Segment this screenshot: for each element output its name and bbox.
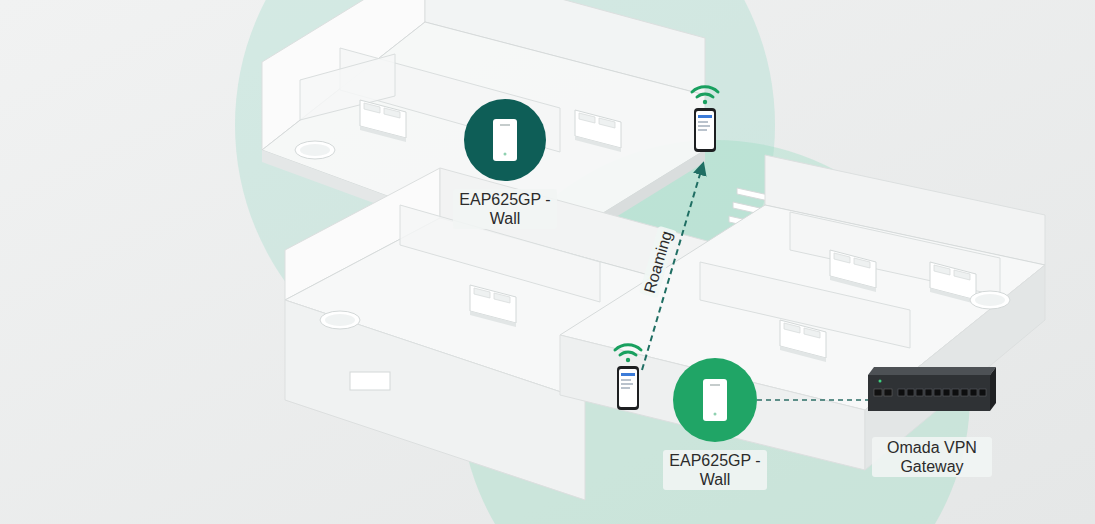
phone-lower-part [621, 383, 633, 385]
gateway-device-part [884, 389, 892, 396]
phone-upper-part [698, 115, 712, 118]
gateway-node: Omada VPN Gateway [868, 365, 996, 477]
lower-right-wing-part [780, 320, 826, 362]
wifi-icon-lower-part [620, 352, 636, 355]
roaming-label: Roaming [639, 226, 677, 299]
access-point-icon-part [464, 99, 546, 181]
lower-right-wing-part [930, 262, 976, 304]
upper-floor-part [360, 100, 406, 142]
gateway-device-part [990, 367, 996, 411]
access-point-icon-part [710, 384, 720, 386]
phone-lower-part [621, 387, 630, 389]
lower-left-wing-part [320, 311, 360, 329]
wifi-icon-lower-part [626, 358, 630, 362]
gateway-device [868, 365, 996, 411]
access-point-icon-part [504, 153, 507, 156]
ethernet-link [757, 399, 868, 401]
wifi-icon-upper-part [703, 100, 707, 104]
gateway-device-part [874, 389, 882, 396]
gateway-box [868, 365, 996, 411]
phone-upper [694, 108, 716, 152]
access-point-icon-part [493, 119, 517, 161]
access-point-icon-part [673, 358, 757, 442]
lower-left-wing-part [350, 372, 390, 390]
gateway-device-part [979, 389, 986, 396]
wifi-icon-lower [615, 345, 641, 362]
gateway-device-part [907, 389, 914, 396]
gateway-device-part [943, 389, 950, 396]
phone-upper-part [698, 129, 707, 131]
gateway-device-part [868, 375, 990, 411]
access-point-icon-part [500, 124, 510, 126]
access-point-icon-part [703, 379, 727, 421]
gateway-device-part [879, 380, 882, 383]
phone-upper-part [698, 121, 708, 123]
access-point-icon-part [714, 413, 717, 416]
access-point-icon [464, 99, 546, 181]
wifi-icon-upper-part [697, 94, 713, 97]
access-point-node: EAP625GP -Wall [453, 99, 557, 229]
gateway-device-part [952, 389, 959, 396]
access-point-circle [673, 358, 757, 442]
access-point-icon [673, 358, 757, 442]
wifi-icon-lower-part [615, 345, 641, 350]
lower-right-wing-part [830, 250, 876, 292]
lower-right-wing [560, 155, 1045, 470]
phone-upper-part [694, 108, 716, 152]
access-point-node: EAP625GP -Wall [663, 358, 767, 490]
phone-lower-part [619, 369, 637, 407]
lower-right-wing-part [970, 291, 1010, 309]
upper-floor-part [295, 141, 335, 159]
gateway-device-part [898, 389, 905, 396]
gateway-device-part [961, 389, 968, 396]
gateway-device-part [970, 389, 977, 396]
device-label: EAP625GP -Wall [453, 189, 557, 229]
upper-floor-part [262, 22, 705, 252]
device-label: Omada VPN Gateway [872, 437, 992, 477]
phone-lower-part [621, 373, 635, 376]
gateway-device-part [868, 367, 996, 375]
upper-floor-part [575, 110, 621, 152]
lower-left-wing-part [470, 285, 516, 327]
wifi-icon-upper [692, 87, 718, 104]
lower-left-wing-part [285, 300, 585, 500]
phone-lower-part [621, 379, 631, 381]
phone-lower-part [617, 366, 639, 410]
gateway-device-part [934, 389, 941, 396]
coverage-zones [235, 0, 970, 524]
gateway-device-part [925, 389, 932, 396]
wifi-icon-upper-part [692, 87, 718, 92]
lower-right-wing-part [560, 205, 1045, 410]
gateway-device-part [916, 389, 923, 396]
phone-upper-part [698, 125, 710, 127]
device-label: EAP625GP -Wall [663, 450, 767, 490]
phone-upper-part [696, 111, 714, 149]
phone-lower [617, 366, 639, 410]
access-point-circle [464, 99, 546, 181]
